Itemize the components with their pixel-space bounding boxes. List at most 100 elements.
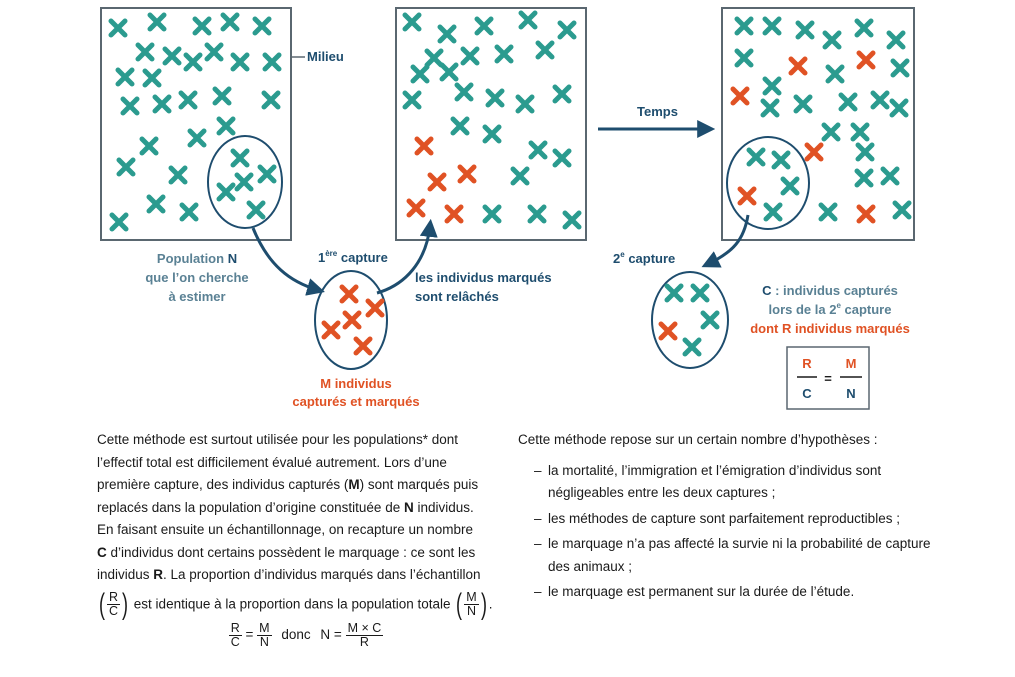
unmarked-individual-icon	[179, 202, 199, 222]
unmarked-individual-icon	[120, 96, 140, 116]
unmarked-individual-icon	[192, 16, 212, 36]
unmarked-individual-icon	[234, 172, 254, 192]
unmarked-individual-icon	[854, 18, 874, 38]
unmarked-individual-icon	[142, 68, 162, 88]
unmarked-individual-icon	[889, 98, 909, 118]
individuals-layer	[108, 10, 912, 357]
hypothesis-item: –le marquage n’a pas affecté la survie n…	[534, 536, 931, 574]
first-capture-label: 1ère capture	[318, 249, 388, 265]
unmarked-individual-icon	[682, 337, 702, 357]
milieu-label: Milieu	[307, 49, 344, 64]
unmarked-individual-icon	[474, 16, 494, 36]
unmarked-individual-icon	[424, 48, 444, 68]
unmarked-individual-icon	[552, 148, 572, 168]
second-capture-label: 2e capture	[613, 250, 675, 266]
c-label-line1: C : individus capturés	[762, 283, 898, 298]
unmarked-individual-icon	[763, 202, 783, 222]
unmarked-individual-icon	[183, 52, 203, 72]
unmarked-individual-icon	[162, 46, 182, 66]
c-label-line3: dont R individus marqués	[750, 321, 910, 336]
unmarked-individual-icon	[854, 168, 874, 188]
unmarked-individual-icon	[230, 148, 250, 168]
sample-zone-second	[726, 136, 810, 230]
unmarked-individual-icon	[216, 116, 236, 136]
desc-line-6: C d’individus dont certains possèdent le…	[97, 544, 476, 560]
unmarked-individual-icon	[818, 202, 838, 222]
unmarked-individual-icon	[220, 12, 240, 32]
unmarked-individual-icon	[870, 90, 890, 110]
marked-individual-icon	[444, 204, 464, 224]
unmarked-individual-icon	[257, 164, 277, 184]
desc-line-3: première capture, des individus capturés…	[97, 477, 479, 492]
population-label-line3: à estimer	[168, 289, 225, 304]
unmarked-individual-icon	[262, 52, 282, 72]
formula-N: N	[846, 386, 855, 401]
unmarked-individual-icon	[116, 157, 136, 177]
unmarked-individual-icon	[762, 16, 782, 36]
unmarked-individual-icon	[734, 48, 754, 68]
unmarked-individual-icon	[780, 176, 800, 196]
unmarked-individual-icon	[771, 150, 791, 170]
unmarked-individual-icon	[108, 18, 128, 38]
marked-individual-icon	[788, 56, 808, 76]
desc-line-4: replacés dans la population d’origine co…	[97, 499, 474, 515]
sample-zone-first	[207, 135, 283, 229]
formula-C: C	[802, 386, 812, 401]
unmarked-individual-icon	[795, 20, 815, 40]
unmarked-individual-icon	[216, 182, 236, 202]
hypotheses-intro: Cette méthode repose sur un certain nomb…	[518, 432, 878, 447]
desc-line-1: Cette méthode est surtout utilisée pour …	[97, 432, 458, 447]
unmarked-individual-icon	[746, 147, 766, 167]
population-label-line2: que l’on cherche	[145, 270, 248, 285]
unmarked-individual-icon	[892, 200, 912, 220]
marked-individual-icon	[730, 86, 750, 106]
unmarked-individual-icon	[510, 166, 530, 186]
method-description: Cette méthode est surtout utilisée pour …	[97, 429, 505, 649]
unmarked-individual-icon	[821, 122, 841, 142]
c-label-line2: lors de la 2e capture	[769, 301, 892, 317]
marked-individual-icon	[457, 164, 477, 184]
formula-R: R	[802, 356, 812, 371]
marked-individual-icon	[804, 142, 824, 162]
unmarked-individual-icon	[482, 204, 502, 224]
unmarked-individual-icon	[825, 64, 845, 84]
marked-individual-icon	[342, 310, 362, 330]
formula-equals: =	[824, 371, 832, 386]
marked-label-line1: M individus	[320, 376, 392, 391]
unmarked-individual-icon	[850, 122, 870, 142]
unmarked-individual-icon	[880, 166, 900, 186]
hypotheses-section: Cette méthode repose sur un certain nomb…	[518, 429, 938, 604]
unmarked-individual-icon	[410, 64, 430, 84]
unmarked-individual-icon	[402, 12, 422, 32]
unmarked-individual-icon	[178, 90, 198, 110]
unmarked-individual-icon	[528, 140, 548, 160]
unmarked-individual-icon	[515, 94, 535, 114]
unmarked-individual-icon	[168, 165, 188, 185]
unmarked-individual-icon	[690, 283, 710, 303]
unmarked-individual-icon	[261, 90, 281, 110]
unmarked-individual-icon	[557, 20, 577, 40]
marked-individual-icon	[856, 204, 876, 224]
marked-individual-icon	[427, 172, 447, 192]
marked-individual-icon	[414, 136, 434, 156]
marked-individual-icon	[406, 198, 426, 218]
marked-individual-icon	[365, 298, 385, 318]
capture-recapture-diagram: Milieu Population N que l’on cherche à e…	[100, 7, 915, 410]
released-label-line1: les individus marqués	[415, 270, 552, 285]
unmarked-individual-icon	[562, 210, 582, 230]
unmarked-individual-icon	[109, 212, 129, 232]
unmarked-individual-icon	[494, 44, 514, 64]
unmarked-individual-icon	[230, 52, 250, 72]
unmarked-individual-icon	[460, 46, 480, 66]
marked-individual-icon	[339, 284, 359, 304]
unmarked-individual-icon	[855, 142, 875, 162]
unmarked-individual-icon	[450, 116, 470, 136]
unmarked-individual-icon	[252, 16, 272, 36]
released-label-line2: sont relâchés	[415, 289, 499, 304]
unmarked-individual-icon	[552, 84, 572, 104]
marked-label-line2: capturés et marqués	[292, 394, 419, 409]
time-label: Temps	[637, 104, 678, 119]
desc-line-5: En faisant ensuite un échantillonnage, o…	[97, 522, 474, 537]
